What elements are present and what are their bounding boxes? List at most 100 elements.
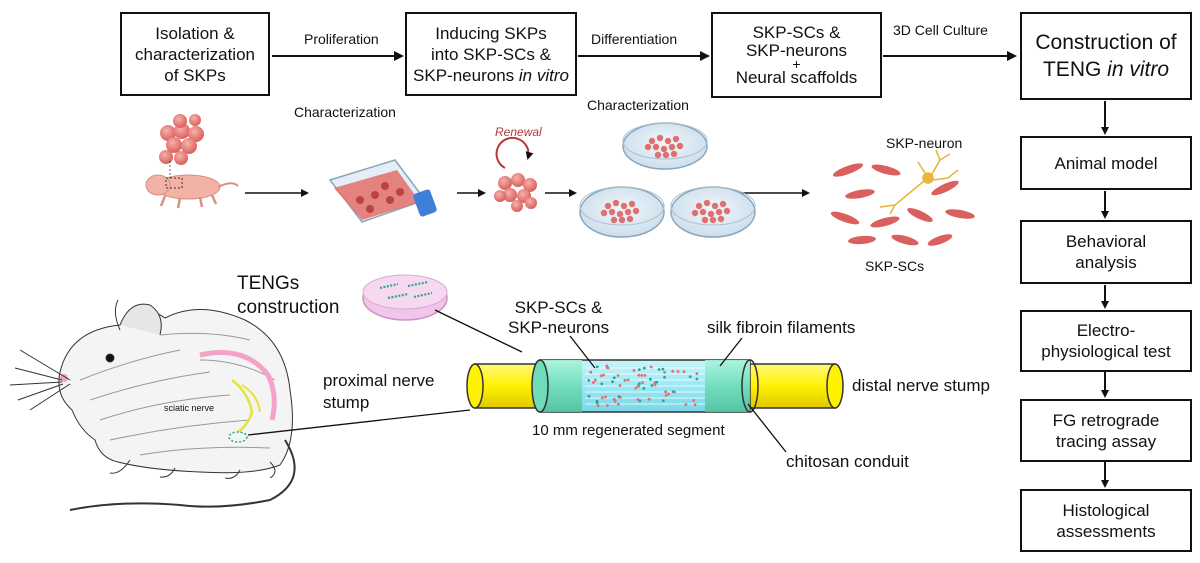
conduit-cell-dot (623, 378, 627, 382)
conduit-cell-dot (637, 368, 641, 371)
conduit-cell-dot (695, 372, 699, 375)
box2-line3: SKP-neurons in vitro (413, 65, 569, 86)
box4-line1: Construction of (1035, 31, 1177, 54)
box-cells-scaffolds: SKP-SCs & SKP-neurons + Neural scaffolds (711, 12, 882, 98)
label-3d-culture: 3D Cell Culture (893, 22, 988, 38)
box-electrophysiology: Electro- physiological test (1020, 310, 1192, 372)
cells-line1: SKP-SCs & (514, 298, 603, 317)
conduit-cell-dot (692, 399, 696, 402)
skp-sc-cells (830, 163, 975, 246)
petri-dish-left (579, 186, 665, 238)
conduit-cell-dot (663, 375, 666, 379)
label-characterization-1: Characterization (294, 104, 396, 120)
conduit-cell-dot (600, 382, 604, 386)
conduit-cell-dot (693, 403, 697, 407)
proximal-line2: stump (323, 393, 370, 412)
conduit-cell-dot (617, 402, 620, 406)
conduit-cell-dot (695, 377, 699, 381)
conduit-cell-dot (671, 369, 675, 373)
label-sciatic: sciatic nerve (164, 403, 215, 413)
label-characterization-2: Characterization (587, 97, 689, 113)
box3-plus: + (792, 55, 801, 72)
skp-neuron-icon (879, 149, 959, 215)
box4-line2-italic: in vitro (1107, 58, 1170, 81)
renewal-sphere (494, 136, 537, 212)
conduit-cell-dot (663, 370, 666, 374)
box4-line2: TENG in vitro (1043, 56, 1169, 83)
leader-dish-to-conduit (434, 309, 523, 353)
conduit-cell-dot (632, 369, 636, 372)
skp-sphere-source (159, 114, 204, 165)
box1-line3: of SKPs (164, 65, 226, 85)
proximal-line1: proximal nerve (323, 371, 435, 390)
box2-line1: Inducing SKPs (435, 23, 547, 43)
leader-chitosan (747, 403, 787, 453)
label-teng-title: TENGs construction (237, 272, 339, 320)
box4-line2-plain: TENG (1042, 58, 1108, 81)
conduit-cell-dot (636, 398, 640, 401)
petri-dish-right (670, 186, 756, 238)
conduit-cell-dot (596, 404, 600, 407)
conduit-cell-dot (595, 365, 599, 369)
conduit-cell-dot (643, 374, 647, 377)
cells-line2: SKP-neurons (508, 318, 610, 337)
step4-line1: FG retrograde (1052, 410, 1160, 430)
label-segment: 10 mm regenerated segment (532, 422, 725, 439)
leader-silk (719, 337, 743, 367)
step3-line1: Electro- (1076, 321, 1136, 340)
label-chitosan: chitosan conduit (786, 452, 909, 471)
conduit-cell-dot (661, 367, 665, 371)
box2-line2: into SKP-SCs & (431, 44, 551, 64)
label-silk: silk fibroin filaments (707, 318, 856, 337)
conduit-cell-dot (605, 364, 609, 368)
box-fg-tracing: FG retrograde tracing assay (1020, 399, 1192, 462)
box-histology: Histological assessments (1020, 489, 1192, 552)
box1-line2: characterization (134, 44, 255, 64)
teng-title-line1: TENGs (237, 273, 300, 294)
step3-line2: physiological test (1041, 342, 1171, 361)
conduit-cell-dot (613, 400, 617, 403)
conduit-cell-dot (612, 397, 616, 401)
conduit-cell-dot (587, 379, 591, 382)
conduit-cells (587, 364, 699, 407)
rat-pup-icon (145, 161, 239, 209)
label-differentiation: Differentiation (591, 31, 678, 47)
conduit-cell-dot (599, 374, 603, 378)
conduit-cell-dot (647, 397, 651, 401)
conduit-cell-dot (637, 373, 641, 377)
box3-line1: SKP-SCs & (752, 22, 841, 42)
conduit-cell-dot (593, 378, 597, 382)
box2-line3-italic: in vitro (518, 65, 569, 85)
conduit-cell-dot (634, 386, 638, 390)
conduit-cell-dot (667, 392, 670, 396)
distal-stump (739, 363, 836, 409)
label-skp-neuron: SKP-neuron (886, 135, 963, 151)
rat-illustration (9, 299, 296, 511)
conduit-cell-dot (642, 387, 646, 390)
conduit-cell-dot (602, 373, 605, 377)
label-cells: SKP-SCs & SKP-neurons (508, 298, 609, 338)
conduit-cell-dot (640, 374, 644, 377)
conduit-cell-dot (600, 396, 604, 400)
conduit-cell-dot (664, 390, 667, 394)
step2-line1: Behavioral (1065, 232, 1147, 251)
step1-line1: Animal model (1054, 153, 1158, 173)
leader-cells (569, 335, 596, 369)
conduit-cell-dot (604, 395, 607, 399)
conduit-cell-dot (676, 370, 680, 373)
conduit-cell-dot (664, 394, 668, 397)
conduit-cell-dot (611, 380, 614, 384)
conduit-cell-dot (657, 368, 661, 371)
conduit-cell-dot (684, 403, 688, 407)
box-teng-construction: Construction of TENG in vitro (1020, 12, 1192, 100)
conduit-cell-dot (587, 394, 591, 398)
box-inducing-skps: Inducing SKPs into SKP-SCs & SKP-neurons… (405, 12, 577, 96)
step5-line1: Histological (1062, 500, 1150, 520)
culture-flask-icon (328, 159, 437, 223)
conduit-cell-dot (642, 366, 646, 370)
box2-line3-plain: SKP-neurons (413, 65, 519, 85)
conduit-cell-dot (595, 401, 599, 405)
conduit-cell-dot (641, 381, 644, 384)
teng-dish-icon (362, 274, 448, 321)
